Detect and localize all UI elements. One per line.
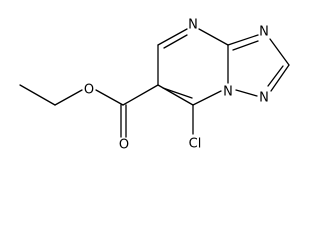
bond-c2-n1 bbox=[270, 64, 290, 92]
atom-n-triazole-bottom: N bbox=[259, 91, 269, 106]
atom-n-pyrimidine: N bbox=[188, 18, 198, 33]
bond-c3a-n3 bbox=[227, 34, 259, 46]
bond-ch3-ch2 bbox=[19, 84, 56, 106]
atom-o-carbonyl: O bbox=[119, 138, 129, 153]
bond-n1-n8 bbox=[235, 89, 258, 97]
bond-ester-ring bbox=[122, 84, 159, 106]
bond-n4-c3a bbox=[198, 28, 229, 46]
bond-c7-c6-double bbox=[162, 87, 193, 99]
bond-c5-n4-double bbox=[163, 34, 188, 49]
bond-c2-n1-double bbox=[267, 65, 284, 87]
bond-n3-c2 bbox=[269, 38, 290, 66]
bond-c5-n4 bbox=[157, 28, 188, 46]
bond-c3a-n3-double bbox=[232, 40, 259, 51]
atom-n-triazole-top: N bbox=[259, 25, 269, 40]
bonds bbox=[19, 28, 290, 138]
atom-labels: O O N N N N Cl bbox=[84, 18, 269, 153]
bond-ch2-o bbox=[54, 89, 83, 106]
bond-o-carbonyl-c bbox=[95, 89, 124, 106]
bond-n8-c7 bbox=[192, 90, 222, 106]
structure-diagram: O O N N N N Cl bbox=[19, 18, 290, 153]
atom-cl: Cl bbox=[189, 137, 202, 152]
atom-o-ether: O bbox=[84, 83, 94, 98]
atom-n-bridge: N bbox=[223, 85, 233, 100]
